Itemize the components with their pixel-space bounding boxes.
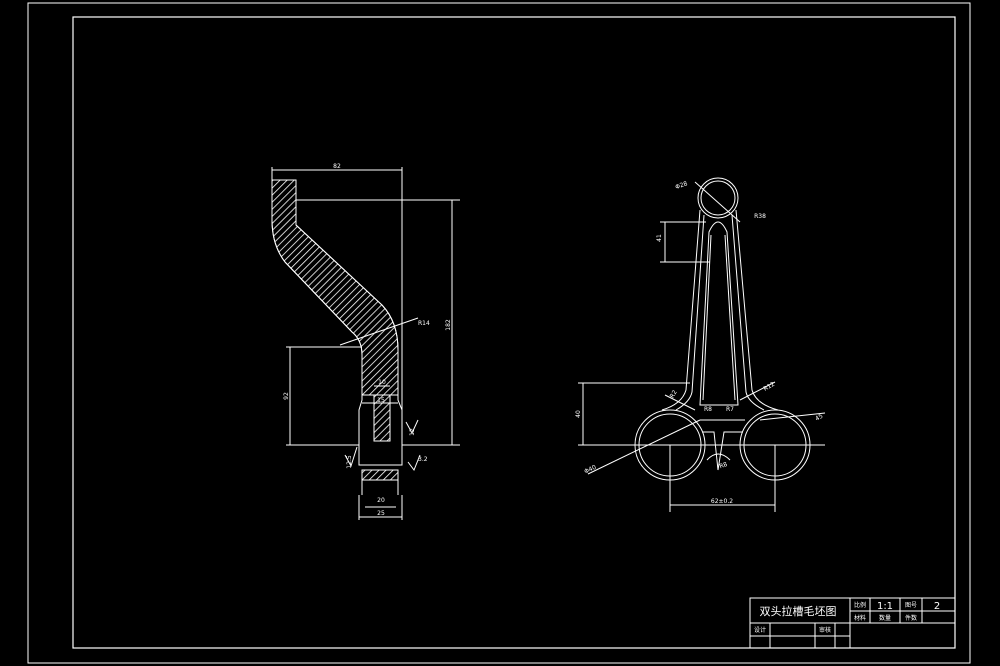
top-boss-outer bbox=[697, 177, 739, 219]
front-dim-center-distance: 62±0.2 bbox=[711, 498, 733, 505]
title-block-scale-label: 比例 bbox=[854, 601, 866, 609]
front-dim-bottom-radius: R8 bbox=[719, 461, 729, 470]
top-boss-inner bbox=[700, 180, 736, 216]
front-view bbox=[578, 177, 826, 512]
title-block-scale-value: 1:1 bbox=[877, 601, 893, 612]
title-block-count-label: 件数 bbox=[905, 614, 917, 622]
front-dim-top-diameter: Φ28 bbox=[674, 180, 688, 191]
side-roughness-left: 12.5 bbox=[346, 455, 353, 469]
front-dim-top-radius: R38 bbox=[754, 213, 766, 220]
side-dim-base-inner: 20 bbox=[377, 497, 385, 504]
title-block-designer-label: 设计 bbox=[754, 626, 766, 634]
title-block-reviewer-label: 审核 bbox=[819, 626, 831, 634]
side-view bbox=[271, 167, 460, 520]
front-dim-bottom-diameter: Φ40 bbox=[583, 464, 597, 476]
side-dim-base-outer: 25 bbox=[377, 510, 385, 517]
title-block-quantity-label: 数量 bbox=[879, 614, 891, 622]
front-dim-right-small: 45 bbox=[814, 413, 824, 423]
title-block-material-label: 材料 bbox=[854, 614, 866, 622]
title-block-sheet-value: 2 bbox=[934, 601, 940, 612]
front-dim-fillet-c: R7 bbox=[726, 406, 734, 413]
outer-border bbox=[27, 2, 971, 664]
side-view-section-hatch bbox=[271, 179, 399, 396]
title-block-sheet-label: 图号 bbox=[905, 602, 917, 609]
right-arm-outer bbox=[735, 209, 779, 411]
left-arm-outer bbox=[661, 209, 701, 411]
front-dim-left-radius: R2 bbox=[669, 389, 679, 400]
side-dim-neck-width: 15 bbox=[377, 397, 385, 404]
side-dim-bend-radius: R14 bbox=[418, 320, 430, 327]
side-view-base-hatch bbox=[361, 469, 399, 481]
title-block-title: 双头拉槽毛坯图 bbox=[760, 604, 837, 618]
side-dim-lower-height: 92 bbox=[283, 392, 290, 400]
side-chamfer-label: 12 bbox=[409, 428, 416, 436]
side-dim-web-thickness: 10 bbox=[378, 379, 386, 386]
inner-frame bbox=[72, 16, 956, 649]
side-dim-top-width: 82 bbox=[333, 163, 341, 170]
side-dim-total-height: 182 bbox=[445, 319, 452, 331]
central-slot bbox=[699, 221, 739, 406]
front-dim-bottom-height: 40 bbox=[575, 410, 582, 418]
side-roughness-right: 3.2 bbox=[418, 456, 428, 463]
title-block bbox=[749, 597, 956, 649]
front-dim-fillet-b: R8 bbox=[704, 406, 712, 413]
front-dim-slot-length: 41 bbox=[656, 234, 663, 242]
